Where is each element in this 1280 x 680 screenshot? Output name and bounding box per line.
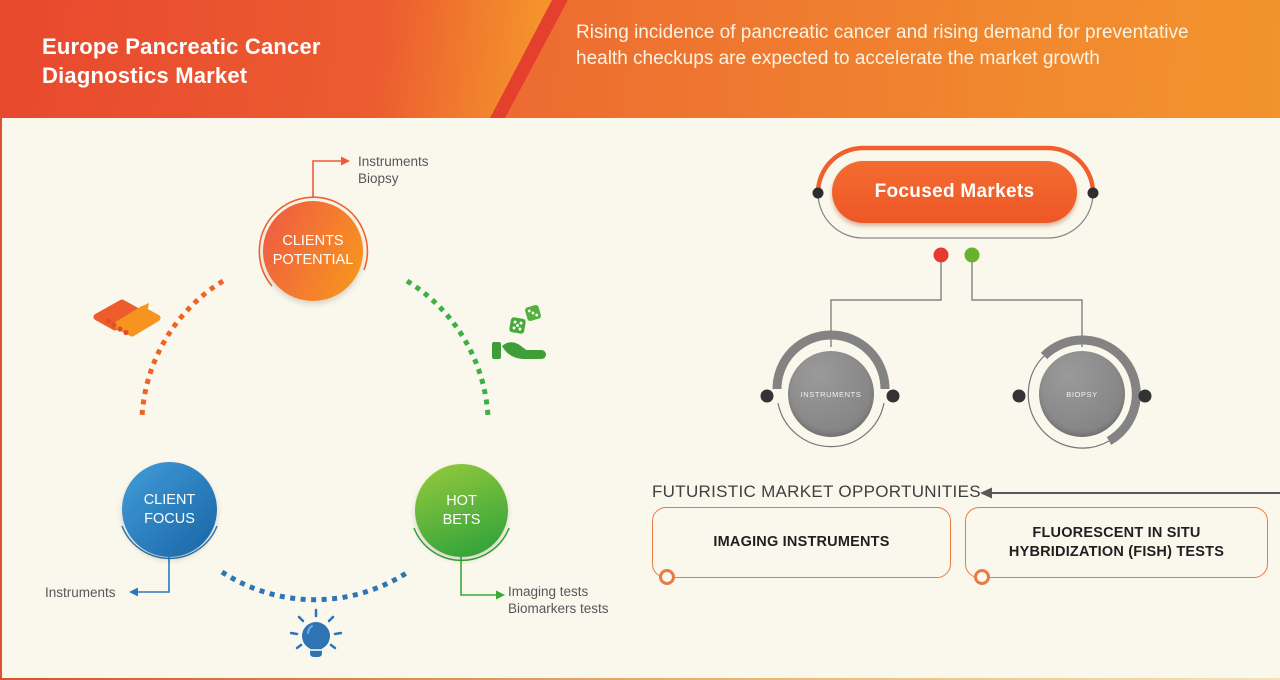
green-branch-dot (964, 247, 980, 263)
blue-dotted-arc (220, 569, 410, 603)
clients-potential-label-line2: POTENTIAL (272, 252, 354, 268)
biopsy-thin-arc (1027, 355, 1110, 449)
instruments-left-dot (760, 389, 774, 403)
hot-bets-callout: Imaging tests Biomarkers tests (508, 583, 609, 617)
bottom-edge-accent (0, 678, 1280, 680)
callout-instruments-2: Instruments (45, 585, 116, 600)
hot-bets-connector (460, 557, 496, 596)
orange-dotted-arc (139, 278, 225, 418)
callout-instruments: Instruments (358, 154, 429, 169)
client-focus-connector (138, 557, 170, 593)
clients-potential-ring (258, 196, 369, 287)
instruments-thin-arc (777, 402, 885, 448)
biopsy-thick-arc (1040, 335, 1141, 445)
instruments-node: INSTRUMENTS (788, 351, 874, 437)
pill-left-dot (812, 187, 824, 199)
clients-potential-label-line1: CLIENTS (282, 233, 344, 249)
opportunity-imaging-label: IMAGING INSTRUMENTS (713, 534, 890, 550)
opportunities-arrowhead (980, 487, 992, 499)
red-branch-dot (933, 247, 949, 263)
clients-potential-callout: Instruments Biopsy (358, 153, 429, 187)
left-edge-accent (0, 118, 2, 680)
client-focus-label-line2: FOCUS (144, 510, 195, 527)
hot-bets-circle: HOT BETS (415, 464, 508, 557)
biopsy-node: BIOPSY (1039, 351, 1125, 437)
opportunity-ring-icon-1 (659, 569, 675, 585)
page-title: Europe Pancreatic Cancer Diagnostics Mar… (42, 34, 321, 88)
instruments-thick-arc (772, 330, 890, 390)
biopsy-left-dot (1012, 389, 1026, 403)
pill-right-dot (1087, 187, 1099, 199)
clients-potential-arrowhead (341, 156, 350, 166)
opportunity-ring-icon-2 (974, 569, 990, 585)
client-focus-callout: Instruments (45, 584, 116, 601)
focused-markets-pill: Focused Markets (832, 161, 1077, 223)
opportunities-heading: FUTURISTIC MARKET OPPORTUNITIES (652, 482, 981, 501)
opportunity-box-fish: FLUORESCENT IN SITU HYBRIDIZATION (FISH)… (965, 507, 1268, 578)
clients-potential-connector (312, 160, 341, 197)
client-focus-label-line1: CLIENT (143, 491, 196, 508)
biopsy-right-dot (1138, 389, 1152, 403)
instruments-right-dot (886, 389, 900, 403)
callout-imaging-tests: Imaging tests (508, 584, 589, 599)
client-focus-arrowhead (129, 587, 138, 597)
header-right-panel (505, 0, 1280, 118)
client-focus-circle: CLIENT FOCUS (122, 462, 217, 557)
clients-potential-circle: CLIENTS POTENTIAL (263, 201, 363, 301)
hand-dice-icon (492, 305, 546, 359)
hot-bets-label-line1: HOT (446, 492, 477, 509)
callout-biopsy: Biopsy (358, 171, 399, 186)
opportunity-fish-label: FLUORESCENT IN SITU HYBRIDIZATION (FISH)… (1008, 524, 1225, 560)
hot-bets-arrowhead (496, 590, 505, 600)
green-dotted-arc (405, 278, 491, 418)
pill-outline-top-arc (815, 145, 1096, 194)
branch-line-left (830, 262, 942, 347)
handshake-icon (93, 299, 161, 337)
pill-outline-bottom-arc (817, 192, 1094, 239)
lightbulb-icon (289, 608, 343, 657)
hot-bets-label-line2: BETS (442, 511, 481, 528)
header-banner: Europe Pancreatic Cancer Diagnostics Mar… (0, 0, 1280, 118)
page-subtitle: Rising incidence of pancreatic cancer an… (576, 22, 1189, 69)
opportunity-box-imaging: IMAGING INSTRUMENTS (652, 507, 951, 578)
callout-biomarkers-tests: Biomarkers tests (508, 601, 609, 616)
branch-line-right (971, 262, 1083, 347)
